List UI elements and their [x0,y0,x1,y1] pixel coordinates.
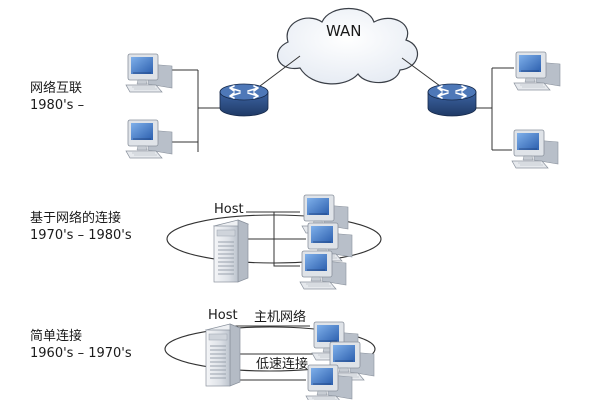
host-based-section [166,194,382,290]
internetworking-caption: 网络互联 1980's – [30,80,84,114]
wan-cloud [277,8,418,85]
simple-caption: 简单连接 1960's – 1970's [30,328,132,362]
left-lan-links [168,69,220,143]
left-computer-icon [125,53,173,93]
right-router-icon [427,83,477,117]
host-terminal-links [246,211,306,267]
era-title: 网络互联 [30,81,83,96]
era-title: 简单连接 [30,329,83,344]
era-period: 1960's – 1970's [30,346,132,361]
left-wan-link [259,55,301,87]
era-period: 1980's – [30,98,85,113]
low-speed-links [234,325,326,381]
host-server-icon [213,219,249,283]
host-label: Host [208,308,238,323]
ring-network [164,326,376,372]
era-period: 1970's – 1980's [30,228,132,243]
host-based-caption: 基于网络的连接 1970's – 1980's [30,210,132,244]
right-lan-links [474,67,514,151]
low-speed-link-label: 低速连接 [256,357,309,372]
wan-label: WAN [326,22,362,40]
simple-section [164,321,376,404]
right-computer-icon [511,129,559,169]
terminal-computer-icon [299,250,347,290]
era-title: 基于网络的连接 [30,211,122,226]
left-computer-icon [125,119,173,159]
internetworking-section [125,8,561,169]
right-computer-icon [513,51,561,91]
host-label: Host [214,202,244,217]
right-wan-link [401,57,441,87]
left-router-icon [219,83,269,117]
mainframe-network-label: 主机网络 [254,310,307,325]
host-server-icon [205,323,241,387]
